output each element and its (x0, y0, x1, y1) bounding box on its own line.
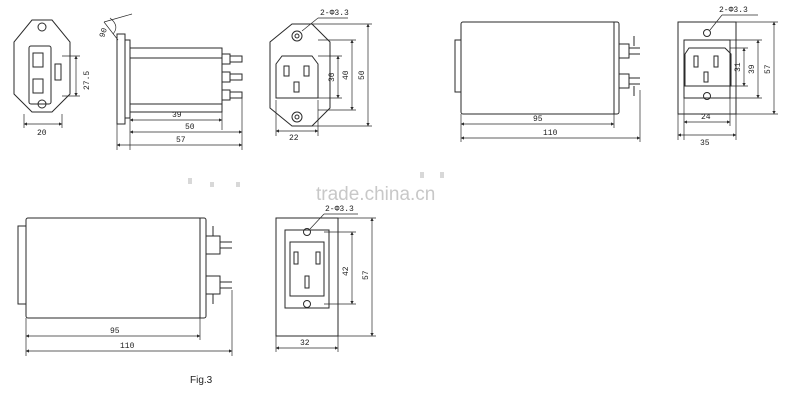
view-side-small: 90 39 50 57 (98, 13, 243, 150)
dim-95: 95 (110, 327, 120, 336)
dim-angle: 90 (98, 27, 110, 39)
dim-24: 24 (701, 113, 711, 122)
dim-40: 40 (342, 70, 351, 80)
dim-22: 22 (289, 134, 299, 143)
dim-57: 57 (362, 270, 371, 280)
view-front-top-right: 2-Φ3.3 31 39 57 24 35 (677, 6, 778, 148)
dim-width: 20 (37, 129, 47, 138)
view-box-top: 95 110 (454, 21, 641, 142)
view-box-bottom: 95 110 (17, 217, 233, 356)
dim-39: 39 (172, 111, 182, 120)
view-front-socket: 2-Φ3.3 30 40 50 22 (269, 9, 372, 143)
dim-57: 57 (764, 64, 773, 74)
figure-caption: Fig.3 (190, 375, 213, 386)
dim-31: 31 (734, 62, 743, 72)
dim-39: 39 (748, 64, 757, 74)
watermark: trade.china.cn (316, 184, 435, 205)
dim-35: 35 (700, 139, 710, 148)
dim-32: 32 (300, 339, 310, 348)
dim-110: 110 (120, 342, 135, 351)
dim-50: 50 (358, 70, 367, 80)
dim-holes: 2-Φ3.3 (320, 9, 349, 18)
view-front-small: 20 27.5 (13, 19, 92, 138)
dim-57: 57 (176, 136, 186, 145)
dim-30: 30 (328, 72, 337, 82)
dim-holes: 2-Φ3.3 (325, 205, 354, 214)
view-front-bottom: 2-Φ3.3 42 57 32 (275, 205, 376, 352)
dim-42: 42 (342, 266, 351, 276)
dim-holes: 2-Φ3.3 (719, 6, 748, 15)
dim-95: 95 (533, 115, 543, 124)
dim-slot: 27.5 (83, 71, 92, 90)
dim-50: 50 (185, 123, 195, 132)
dim-110: 110 (543, 129, 558, 138)
